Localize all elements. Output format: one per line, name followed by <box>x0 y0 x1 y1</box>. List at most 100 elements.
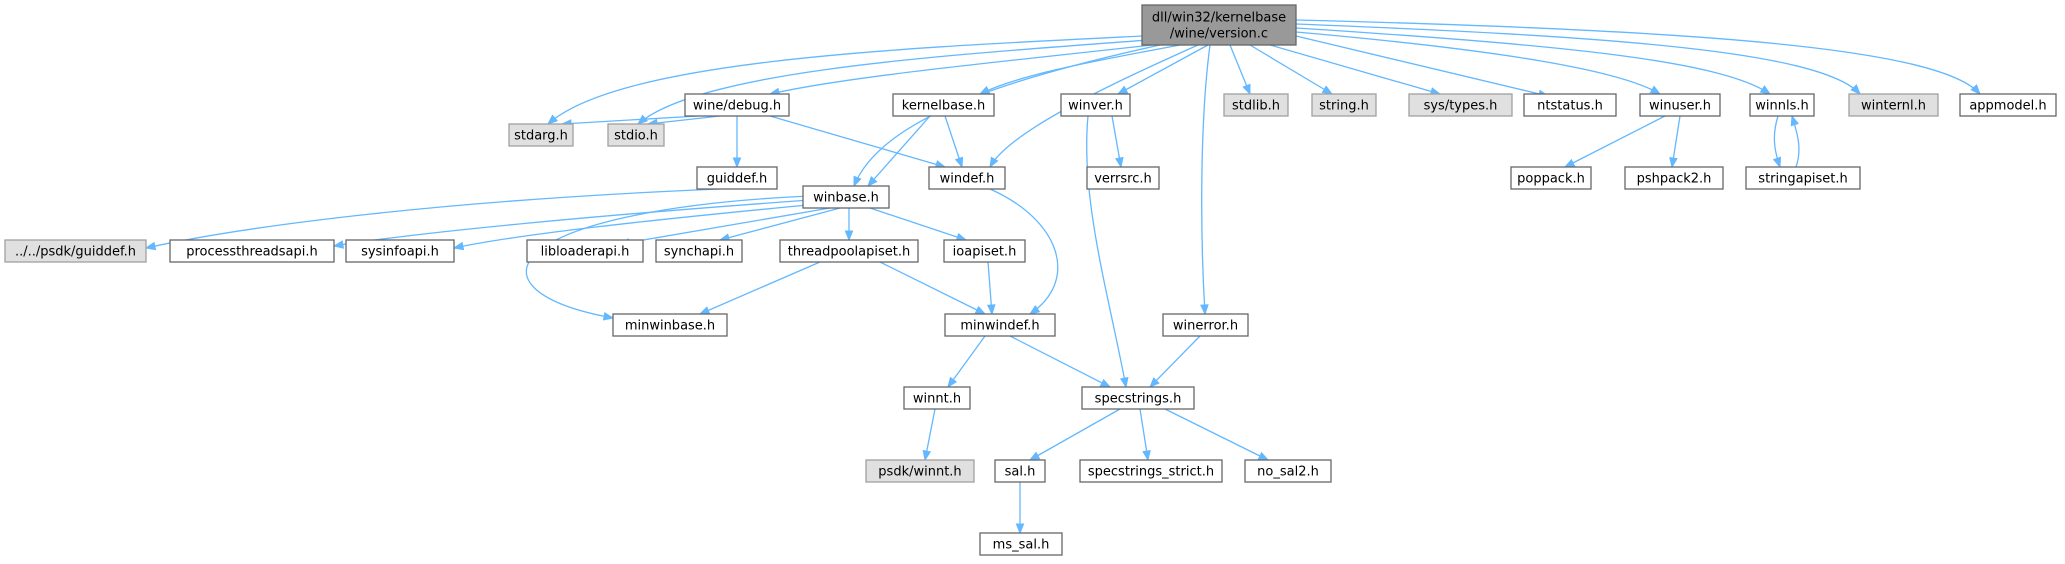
node-label: wine/debug.h <box>693 99 781 114</box>
edge-kernelbase-to-windef <box>944 115 964 169</box>
node-ms_sal[interactable]: ms_sal.h <box>979 532 1063 556</box>
edge-sal-to-ms_sal <box>1015 482 1025 535</box>
node-windef[interactable]: windef.h <box>928 166 1006 190</box>
arrow-head <box>844 230 854 242</box>
edge-winbase-to-sysinfoapi <box>452 203 819 251</box>
node-label: minwindef.h <box>960 319 1039 334</box>
edge-root-to-winternl <box>1295 23 1861 95</box>
edge-line <box>719 207 841 241</box>
dependency-edges <box>144 19 1981 535</box>
node-label: winbase.h <box>813 191 879 206</box>
node-winedebug[interactable]: wine/debug.h <box>684 93 790 117</box>
node-label: ../../psdk/guiddef.h <box>15 245 136 260</box>
edge-line <box>1029 408 1121 461</box>
node-label: winerror.h <box>1173 319 1238 334</box>
node-winuser[interactable]: winuser.h <box>1639 93 1721 117</box>
node-libloaderapi[interactable]: libloaderapi.h <box>526 239 644 263</box>
node-specstrings_strict[interactable]: specstrings_strict.h <box>1079 459 1223 483</box>
node-winnls[interactable]: winnls.h <box>1749 93 1815 117</box>
arrow-head <box>1028 451 1041 461</box>
node-box <box>1141 4 1297 46</box>
edge-line <box>647 115 721 125</box>
edge-winver-to-specstrings <box>1086 115 1129 389</box>
node-pshpack2[interactable]: pshpack2.h <box>1624 166 1724 190</box>
node-minwindef[interactable]: minwindef.h <box>944 313 1056 337</box>
node-box <box>802 185 890 209</box>
node-box <box>1523 93 1617 117</box>
node-box <box>1639 93 1721 117</box>
edge-ioapiset-to-minwindef <box>986 261 996 316</box>
node-box <box>1848 93 1939 117</box>
node-synchapi[interactable]: synchapi.h <box>655 239 743 263</box>
node-label: processthreadsapi.h <box>186 245 318 260</box>
node-label: dll/win32/kernelbase <box>1152 11 1286 26</box>
node-ioapiset[interactable]: ioapiset.h <box>943 239 1026 263</box>
arrow-head <box>1116 85 1129 95</box>
edge-root-to-winerror <box>1200 44 1211 316</box>
node-winternl: winternl.h <box>1848 93 1939 117</box>
node-stringapiset[interactable]: stringapiset.h <box>1745 166 1861 190</box>
arrow-head <box>452 241 465 251</box>
node-winbase[interactable]: winbase.h <box>802 185 890 209</box>
node-systypes: sys/types.h <box>1408 93 1513 117</box>
edge-line <box>1295 23 1861 95</box>
edge-line <box>1149 335 1201 388</box>
edge-minwindef-to-winnt <box>947 335 986 389</box>
edge-windef-to-minwindef <box>989 188 1059 315</box>
edge-root-to-winver <box>1116 44 1209 95</box>
arrow-head <box>1028 305 1041 315</box>
edge-root-to-stdlib <box>1229 44 1251 96</box>
arrow-head <box>867 176 878 188</box>
node-kernelbase[interactable]: kernelbase.h <box>892 93 995 117</box>
node-sysinfoapi[interactable]: sysinfoapi.h <box>345 239 455 263</box>
node-label: sys/types.h <box>1424 99 1498 114</box>
edge-root-to-systypes <box>1269 44 1442 96</box>
node-box <box>1624 166 1724 190</box>
node-box <box>994 459 1046 483</box>
node-verrsrc[interactable]: verrsrc.h <box>1086 166 1160 190</box>
node-winnt[interactable]: winnt.h <box>903 386 971 410</box>
edge-line <box>1249 44 1333 95</box>
node-guiddef[interactable]: guiddef.h <box>696 166 778 190</box>
node-winerror[interactable]: winerror.h <box>1162 313 1249 337</box>
node-box <box>4 239 147 263</box>
node-root: dll/win32/kernelbase/wine/version.c <box>1141 4 1297 46</box>
edge-winnt-to-psdkwinnt <box>922 408 936 462</box>
arrow-head <box>602 312 615 321</box>
node-label: verrsrc.h <box>1094 172 1152 187</box>
node-minwinbase[interactable]: minwinbase.h <box>612 313 728 337</box>
node-specstrings[interactable]: specstrings.h <box>1081 386 1195 410</box>
edge-winuser-to-pshpack2 <box>1669 115 1681 169</box>
node-winver[interactable]: winver.h <box>1060 93 1131 117</box>
edge-winedebug-to-guiddef <box>732 116 742 169</box>
node-box <box>684 93 790 117</box>
node-label: synchapi.h <box>664 245 734 260</box>
edge-line <box>1117 44 1209 95</box>
arrow-head <box>922 449 932 462</box>
edge-line <box>1086 115 1127 388</box>
edge-root-to-appmodel <box>1295 19 1981 95</box>
node-sal[interactable]: sal.h <box>994 459 1046 483</box>
arrow-head <box>332 240 345 249</box>
node-box <box>892 93 995 117</box>
edge-line <box>1295 31 1661 95</box>
node-label: specstrings_strict.h <box>1088 465 1214 480</box>
node-box <box>655 239 743 263</box>
node-processthreadsapi[interactable]: processthreadsapi.h <box>169 239 335 263</box>
node-box <box>1311 93 1377 117</box>
node-string: string.h <box>1311 93 1377 117</box>
node-poppack[interactable]: poppack.h <box>1510 166 1592 190</box>
node-label: /wine/version.c <box>1170 27 1268 42</box>
node-ntstatus[interactable]: ntstatus.h <box>1523 93 1617 117</box>
node-threadpoolapiset[interactable]: threadpoolapiset.h <box>779 239 919 263</box>
node-box <box>1223 93 1289 117</box>
node-box <box>508 123 574 147</box>
edge-winuser-to-poppack <box>1563 115 1666 168</box>
edge-root-to-winuser <box>1295 31 1662 95</box>
node-no_sal2[interactable]: no_sal2.h <box>1244 459 1332 483</box>
edge-specstrings-to-no_sal2 <box>1164 408 1270 461</box>
edge-winbase-to-threadpoolapiset <box>844 208 854 242</box>
node-appmodel[interactable]: appmodel.h <box>1959 93 2057 117</box>
node-label: psdk/winnt.h <box>878 465 961 480</box>
node-label: kernelbase.h <box>902 99 985 114</box>
